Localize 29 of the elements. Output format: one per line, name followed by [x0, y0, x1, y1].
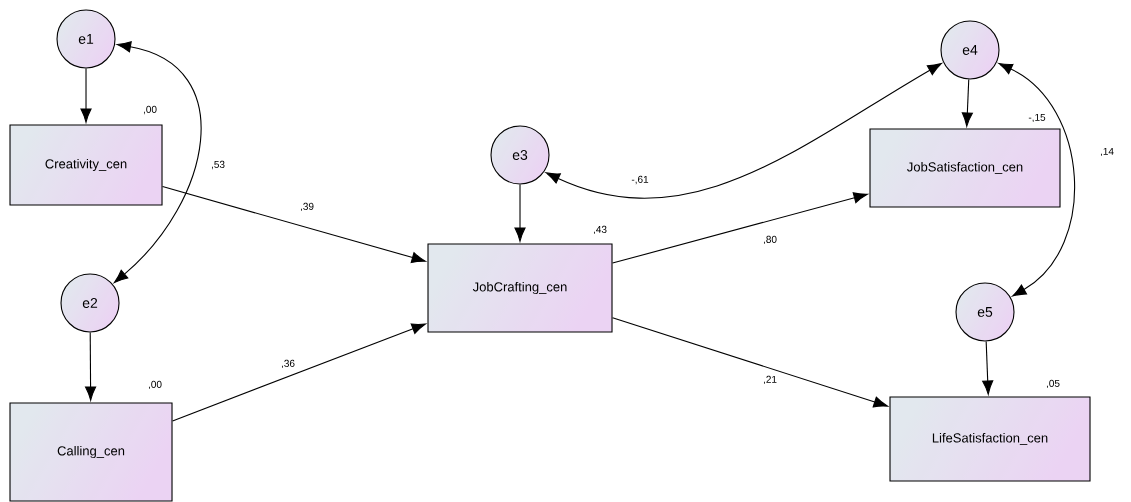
covariance-arrow [545, 63, 942, 199]
path-arrow [80, 68, 92, 123]
variance-label: -,15 [1028, 113, 1046, 123]
edge-label: ,21 [763, 375, 777, 385]
edge-label: -,61 [631, 175, 649, 185]
edge-label: ,39 [300, 202, 314, 212]
variance-label: ,43 [593, 225, 607, 235]
variable-box: LifeSatisfaction_cen [889, 396, 1091, 482]
variance-label: ,00 [143, 105, 157, 115]
path-arrow [961, 78, 973, 127]
covariance-arrow [998, 62, 1075, 297]
variable-box: Calling_cen [9, 402, 173, 502]
edge-label: ,53 [211, 160, 225, 170]
edge-label: ,14 [1100, 147, 1114, 157]
path-arrow [162, 186, 426, 263]
path-arrow [612, 317, 888, 408]
variance-label: ,05 [1046, 379, 1060, 389]
edge-label: ,80 [763, 235, 777, 245]
path-arrow [982, 340, 994, 395]
variance-label: ,00 [148, 380, 162, 390]
path-arrow [172, 323, 426, 422]
path-arrow [85, 332, 97, 401]
variable-box: JobCrafting_cen [427, 243, 613, 333]
edge-label: ,36 [281, 359, 295, 369]
covariance-arrow [113, 41, 202, 284]
variable-box: Creativity_cen [9, 124, 163, 206]
variable-box: JobSatisfaction_cen [869, 128, 1061, 208]
path-arrow [612, 192, 868, 264]
path-arrow [514, 184, 526, 242]
